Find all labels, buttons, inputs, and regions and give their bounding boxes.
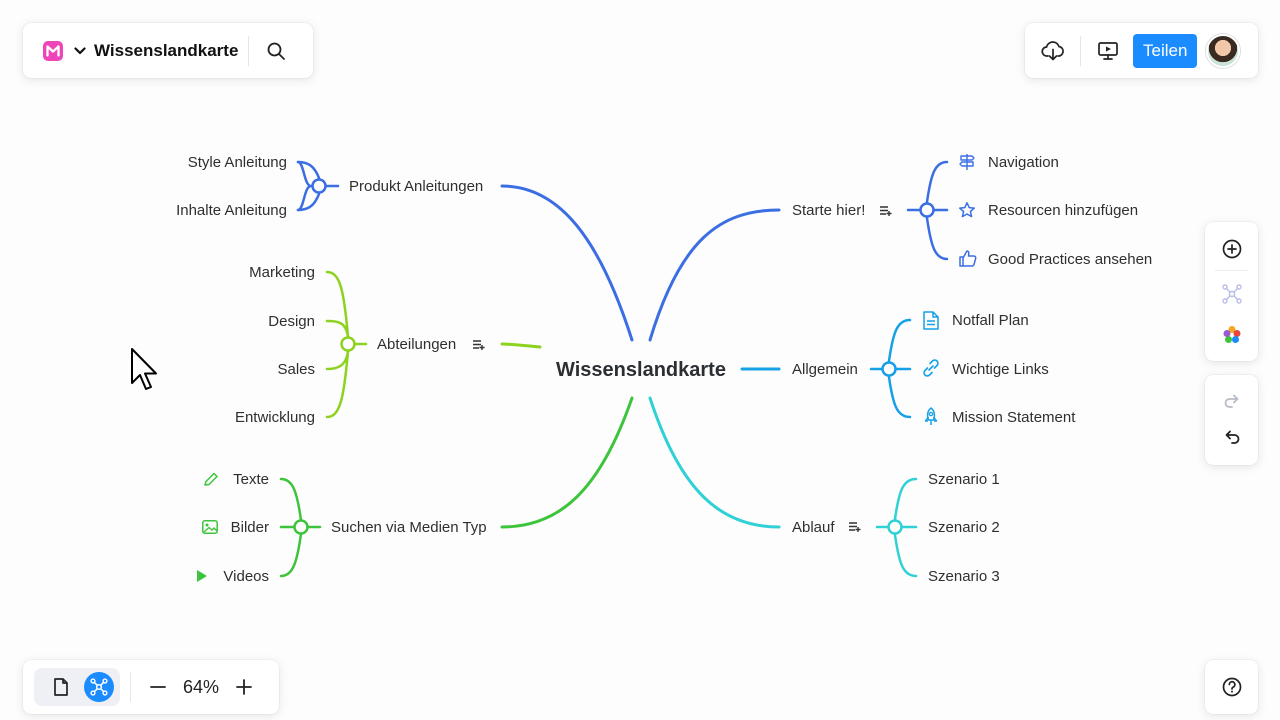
miro-logo-icon[interactable] bbox=[42, 40, 64, 62]
link-icon bbox=[923, 359, 939, 377]
chevron-down-icon[interactable] bbox=[72, 43, 88, 59]
branch-starte[interactable]: Starte hier! Navigation Resourcen hinzuf… bbox=[792, 154, 1152, 268]
node-marketing[interactable]: Marketing bbox=[249, 264, 315, 281]
help-icon[interactable] bbox=[1215, 670, 1249, 704]
undo-icon[interactable] bbox=[1218, 423, 1246, 451]
node-texte[interactable]: Texte bbox=[233, 471, 269, 488]
node-szenario-1[interactable]: Szenario 1 bbox=[928, 471, 1000, 488]
color-palette-icon[interactable] bbox=[1218, 321, 1246, 349]
board-title-panel: Wissenslandkarte bbox=[23, 23, 313, 78]
node-allgemein[interactable]: Allgemein bbox=[792, 361, 858, 378]
node-abteilungen[interactable]: Abteilungen bbox=[377, 336, 456, 353]
pencil-icon bbox=[204, 472, 218, 486]
node-resourcen-hinzufuegen[interactable]: Resourcen hinzufügen bbox=[988, 202, 1138, 219]
node-wichtige-links[interactable]: Wichtige Links bbox=[952, 361, 1049, 378]
node-good-practices-ansehen[interactable]: Good Practices ansehen bbox=[988, 251, 1152, 268]
cloud-download-icon[interactable] bbox=[1036, 34, 1070, 68]
collapse-toggle[interactable] bbox=[340, 336, 356, 352]
history-toolbar bbox=[1205, 375, 1258, 465]
node-szenario-2[interactable]: Szenario 2 bbox=[928, 519, 1000, 536]
node-style-anleitung[interactable]: Style Anleitung bbox=[188, 154, 287, 171]
branch-line-ablauf bbox=[648, 396, 781, 529]
plus-circle-icon[interactable] bbox=[1218, 235, 1246, 263]
play-icon bbox=[197, 570, 207, 582]
branch-suchen[interactable]: Suchen via Medien Typ Texte Bilder Video… bbox=[197, 471, 487, 585]
node-szenario-3[interactable]: Szenario 3 bbox=[928, 568, 1000, 585]
node-inhalte-anleitung[interactable]: Inhalte Anleitung bbox=[176, 202, 287, 219]
view-switcher bbox=[34, 668, 120, 706]
branch-line-produkt bbox=[500, 184, 634, 342]
share-button[interactable]: Teilen bbox=[1133, 33, 1198, 68]
document-icon bbox=[923, 311, 939, 330]
branch-abteilungen[interactable]: Abteilungen Marketing Design Sales Entwi… bbox=[235, 264, 485, 426]
branch-produkt[interactable]: Produkt Anleitungen Style Anleitung Inha… bbox=[176, 154, 483, 219]
collapse-toggle[interactable] bbox=[887, 519, 903, 535]
notes-icon[interactable] bbox=[473, 340, 485, 350]
view-zoom-panel: 64% bbox=[23, 660, 279, 714]
node-design[interactable]: Design bbox=[268, 313, 315, 330]
node-bilder[interactable]: Bilder bbox=[231, 519, 269, 536]
collapse-toggle[interactable] bbox=[919, 202, 935, 218]
board-title[interactable]: Wissenslandkarte bbox=[94, 40, 239, 60]
zoom-in-button[interactable] bbox=[227, 670, 261, 704]
node-mission-statement[interactable]: Mission Statement bbox=[952, 409, 1076, 426]
side-toolbar bbox=[1205, 222, 1258, 361]
node-notfall-plan[interactable]: Notfall Plan bbox=[952, 312, 1029, 329]
collapse-toggle[interactable] bbox=[311, 178, 327, 194]
signpost-icon bbox=[959, 154, 975, 170]
collapse-toggle[interactable] bbox=[881, 361, 897, 377]
divider bbox=[248, 35, 250, 66]
notes-icon[interactable] bbox=[849, 522, 861, 532]
branch-allgemein[interactable]: Allgemein Notfall Plan Wichtige Links Mi… bbox=[792, 311, 1076, 426]
node-navigation[interactable]: Navigation bbox=[988, 154, 1059, 171]
node-ablauf[interactable]: Ablauf bbox=[792, 519, 835, 536]
collapse-toggle[interactable] bbox=[293, 519, 309, 535]
star-icon bbox=[958, 202, 976, 218]
top-actions-panel: Teilen bbox=[1025, 23, 1258, 78]
branch-line-abteilungen bbox=[500, 342, 542, 349]
divider bbox=[130, 672, 131, 702]
node-videos[interactable]: Videos bbox=[223, 568, 269, 585]
node-produkt-anleitungen[interactable]: Produkt Anleitungen bbox=[349, 178, 483, 195]
search-icon[interactable] bbox=[259, 34, 293, 68]
divider bbox=[1215, 270, 1248, 271]
help-panel bbox=[1205, 660, 1258, 714]
mindmap-view-icon[interactable] bbox=[84, 672, 114, 702]
branch-line-starte bbox=[648, 208, 781, 342]
branch-ablauf[interactable]: Ablauf Szenario 1 Szenario 2 Szenario 3 bbox=[792, 471, 1000, 585]
branch-line-suchen bbox=[500, 396, 634, 529]
document-view-icon[interactable] bbox=[46, 672, 76, 702]
mouse-cursor-icon bbox=[131, 348, 157, 390]
divider bbox=[1080, 35, 1081, 66]
root-node[interactable]: Wissenslandkarte bbox=[556, 359, 726, 381]
presentation-icon[interactable] bbox=[1091, 34, 1125, 68]
zoom-out-button[interactable] bbox=[141, 670, 175, 704]
node-starte-hier[interactable]: Starte hier! bbox=[792, 202, 865, 219]
node-suchen-via-medien-typ[interactable]: Suchen via Medien Typ bbox=[331, 519, 487, 536]
node-sales[interactable]: Sales bbox=[277, 361, 315, 378]
avatar[interactable] bbox=[1206, 33, 1241, 68]
redo-icon[interactable] bbox=[1218, 387, 1246, 415]
zoom-level: 64% bbox=[182, 676, 220, 697]
notes-icon[interactable] bbox=[880, 206, 892, 216]
node-entwicklung[interactable]: Entwicklung bbox=[235, 409, 315, 426]
rocket-icon bbox=[924, 407, 938, 425]
image-icon bbox=[202, 520, 218, 534]
mindmap-layout-icon[interactable] bbox=[1218, 280, 1246, 308]
thumbs-up-icon bbox=[959, 250, 977, 267]
